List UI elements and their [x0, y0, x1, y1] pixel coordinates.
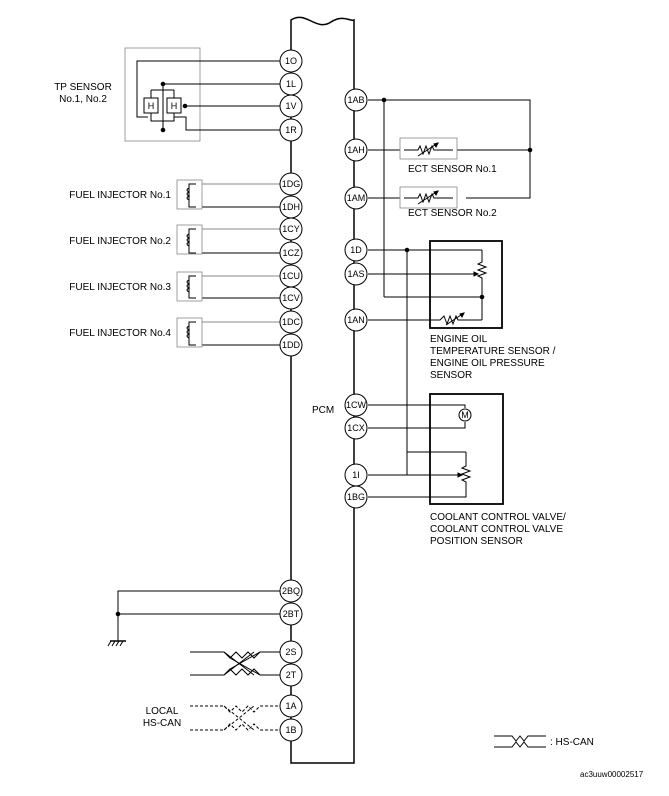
legend-label: : HS-CAN	[550, 737, 594, 748]
tp-h-left: H	[148, 101, 155, 111]
tp-sensor: TP SENSOR No.1, No.2 H H	[54, 47, 280, 142]
fuel-injector-2-label: FUEL INJECTOR No.2	[69, 236, 171, 247]
pin-1O: 1O	[279, 49, 303, 73]
coolant-valve-label-2: COOLANT CONTROL VALVE	[430, 524, 563, 535]
oil-sensor-label-4: SENSOR	[430, 370, 472, 381]
svg-text:1L: 1L	[286, 79, 296, 89]
svg-text:1CU: 1CU	[282, 271, 300, 281]
pin-1CX: 1CX	[344, 416, 368, 440]
svg-text:1AS: 1AS	[347, 269, 364, 279]
ect-sensor-2-label: ECT SENSOR No.2	[408, 208, 497, 219]
svg-text:1V: 1V	[285, 101, 296, 111]
pin-1B: 1B	[279, 718, 303, 742]
pin-1CY: 1CY	[279, 217, 303, 241]
document-id: ac3uuw00002517	[580, 770, 644, 779]
pcm-body	[290, 16, 355, 764]
fuel-injector-1-label: FUEL INJECTOR No.1	[69, 190, 171, 201]
svg-text:1D: 1D	[350, 245, 362, 255]
pin-2S: 2S	[279, 640, 303, 664]
pin-1CW: 1CW	[344, 393, 368, 417]
pin-1CZ: 1CZ	[279, 241, 303, 265]
local-can-label-2: HS-CAN	[143, 718, 181, 729]
pin-1A: 1A	[279, 694, 303, 718]
pin-1BG: 1BG	[344, 485, 368, 509]
pin-1AM: 1AM	[344, 186, 368, 210]
pin-1DG: 1DG	[279, 172, 303, 196]
ground-circuit	[107, 590, 280, 647]
fuel-injector-4-label: FUEL INJECTOR No.4	[69, 328, 171, 339]
svg-text:1AH: 1AH	[347, 145, 365, 155]
svg-text:1CX: 1CX	[347, 423, 365, 433]
legend: : HS-CAN	[494, 735, 594, 748]
coolant-control-valve: M COOLANT CONTROL VALVE/ COOLANT CONTROL…	[368, 393, 566, 547]
svg-text:1O: 1O	[285, 56, 297, 66]
ect-circuit	[368, 97, 533, 297]
tp-h-right: H	[171, 101, 178, 111]
svg-text:1AM: 1AM	[347, 193, 366, 203]
motor-symbol: M	[461, 410, 469, 420]
svg-text:2BQ: 2BQ	[282, 586, 300, 596]
oil-sensor-label-3: ENGINE OIL PRESSURE	[430, 358, 545, 369]
engine-oil-sensor: ENGINE OIL TEMPERATURE SENSOR / ENGINE O…	[368, 240, 556, 475]
oil-sensor-label-2: TEMPERATURE SENSOR /	[430, 346, 556, 357]
svg-text:1CW: 1CW	[346, 400, 367, 410]
svg-text:1BG: 1BG	[347, 492, 365, 502]
pin-1L: 1L	[279, 72, 303, 96]
pin-1AB: 1AB	[344, 88, 368, 112]
pin-1I: 1I	[344, 463, 368, 487]
local-can-label-1: LOCAL	[146, 706, 179, 717]
svg-text:1AB: 1AB	[347, 95, 364, 105]
svg-text:1R: 1R	[285, 125, 297, 135]
svg-text:1CZ: 1CZ	[282, 248, 300, 258]
fuel-injector-1: FUEL INJECTOR No.1	[69, 179, 280, 210]
svg-text:1CY: 1CY	[282, 224, 300, 234]
pin-1AN: 1AN	[344, 308, 368, 332]
ect-sensor-1-label: ECT SENSOR No.1	[408, 164, 497, 175]
svg-text:1DD: 1DD	[282, 340, 301, 350]
pins-left: 1O 1L 1V 1R 1DG 1DH 1CY 1CZ 1CU 1CV 1DC …	[279, 49, 303, 742]
svg-text:2S: 2S	[285, 647, 296, 657]
local-hs-can-pair	[190, 705, 280, 731]
svg-text:2BT: 2BT	[283, 609, 300, 619]
svg-text:2T: 2T	[286, 670, 297, 680]
pin-1CV: 1CV	[279, 286, 303, 310]
fuel-injector-2: FUEL INJECTOR No.2	[69, 224, 280, 255]
pin-1CU: 1CU	[279, 264, 303, 288]
svg-text:1B: 1B	[285, 725, 296, 735]
pin-1D: 1D	[344, 238, 368, 262]
pin-2BT: 2BT	[279, 602, 303, 626]
svg-text:1A: 1A	[285, 701, 296, 711]
pin-1AH: 1AH	[344, 138, 368, 162]
pin-1DH: 1DH	[279, 195, 303, 219]
svg-text:1CV: 1CV	[282, 293, 300, 303]
fuel-injector-3-label: FUEL INJECTOR No.3	[69, 282, 171, 293]
svg-text:1DC: 1DC	[282, 317, 301, 327]
pin-2BQ: 2BQ	[279, 579, 303, 603]
coolant-valve-label-1: COOLANT CONTROL VALVE/	[430, 512, 566, 523]
ect-sensor-1: ECT SENSOR No.1	[399, 137, 497, 175]
fuel-injector-4: FUEL INJECTOR No.4	[69, 317, 280, 348]
oil-sensor-label-1: ENGINE OIL	[430, 334, 488, 345]
pin-1DC: 1DC	[279, 310, 303, 334]
svg-text:1AN: 1AN	[347, 315, 365, 325]
tp-sensor-label-1: TP SENSOR	[54, 82, 112, 93]
hs-can-twisted-pair	[190, 651, 280, 676]
tp-sensor-label-2: No.1, No.2	[59, 94, 107, 105]
pin-1V: 1V	[279, 94, 303, 118]
pin-1R: 1R	[279, 118, 303, 142]
fuel-injector-3: FUEL INJECTOR No.3	[69, 271, 280, 302]
pin-1DD: 1DD	[279, 333, 303, 357]
svg-text:1DH: 1DH	[282, 202, 300, 212]
coolant-valve-label-3: POSITION SENSOR	[430, 536, 523, 547]
svg-text:1DG: 1DG	[282, 179, 301, 189]
pcm-label: PCM	[312, 405, 334, 416]
svg-text:1I: 1I	[352, 470, 360, 480]
pins-right: 1AB 1AH 1AM 1D 1AS 1AN 1CW 1CX 1I 1BG	[344, 88, 368, 509]
ect-sensor-2: ECT SENSOR No.2	[399, 186, 497, 219]
pin-2T: 2T	[279, 663, 303, 687]
pin-1AS: 1AS	[344, 262, 368, 286]
